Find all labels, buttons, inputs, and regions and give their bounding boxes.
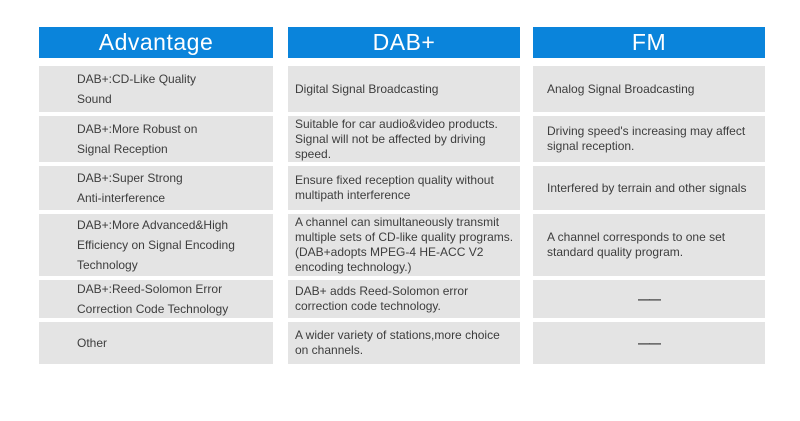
- advantage-cell-cd-like-quality: DAB+:CD-Like Quality Sound: [39, 66, 273, 112]
- advantage-cell-robust-reception: DAB+:More Robust on Signal Reception: [39, 116, 273, 162]
- dab-cell-digital-broadcasting: Digital Signal Broadcasting: [288, 66, 520, 112]
- advantage-cell-anti-interference: DAB+:Super Strong Anti-interference: [39, 166, 273, 210]
- fm-cell-driving-speed: Driving speed's increasing may affect si…: [533, 116, 765, 162]
- dab-cell-multiple-programs: A channel can simultaneously transmit mu…: [288, 214, 520, 276]
- fm-cell-terrain-interference: Interfered by terrain and other signals: [533, 166, 765, 210]
- fm-cell-dash-1: ——: [533, 280, 765, 318]
- advantage-cell-signal-encoding: DAB+:More Advanced&High Efficiency on Si…: [39, 214, 273, 276]
- advantage-cell-reed-solomon: DAB+:Reed-Solomon Error Correction Code …: [39, 280, 273, 318]
- column-advantage: Advantage DAB+:CD-Like Quality Sound DAB…: [39, 27, 273, 368]
- column-header-fm: FM: [533, 27, 765, 58]
- column-dab-plus: DAB+ Digital Signal Broadcasting Suitabl…: [288, 27, 520, 368]
- advantage-cell-other: Other: [39, 322, 273, 364]
- fm-cell-analog-broadcasting: Analog Signal Broadcasting: [533, 66, 765, 112]
- dab-cell-car-audio-video: Suitable for car audio&video products. S…: [288, 116, 520, 162]
- dab-cell-fixed-reception: Ensure fixed reception quality without m…: [288, 166, 520, 210]
- column-fm: FM Analog Signal Broadcasting Driving sp…: [533, 27, 765, 368]
- fm-cell-dash-2: ——: [533, 322, 765, 364]
- fm-cell-one-set-program: A channel corresponds to one set standar…: [533, 214, 765, 276]
- column-header-dab-plus: DAB+: [288, 27, 520, 58]
- dab-cell-error-correction: DAB+ adds Reed-Solomon error correction …: [288, 280, 520, 318]
- dab-cell-more-stations: A wider variety of stations,more choice …: [288, 322, 520, 364]
- comparison-table: Advantage DAB+:CD-Like Quality Sound DAB…: [39, 27, 765, 368]
- column-header-advantage: Advantage: [39, 27, 273, 58]
